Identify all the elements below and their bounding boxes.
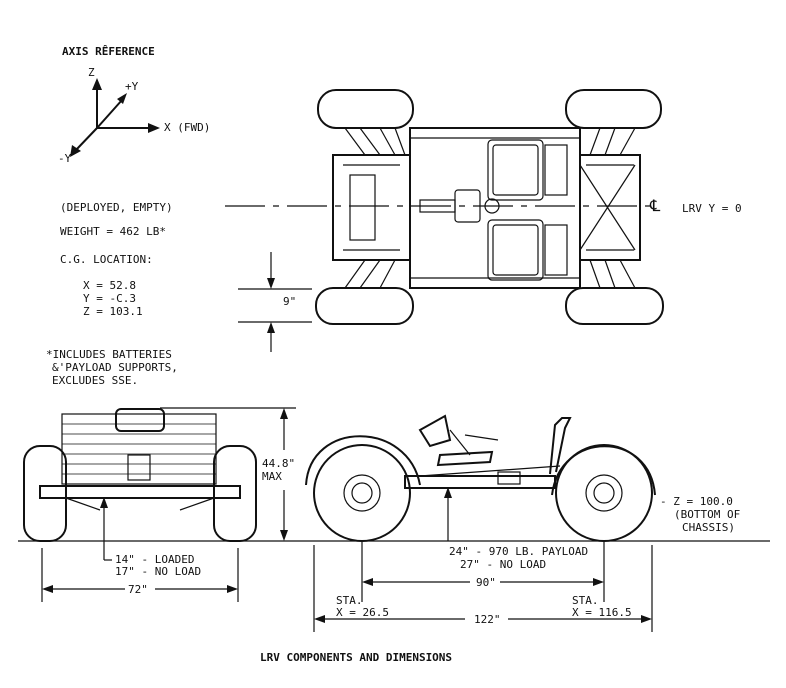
station-front-label: STA.: [336, 594, 363, 607]
front-view-drawing: [18, 407, 770, 602]
axis-reference-glyph: [70, 78, 160, 157]
centerline-symbol: ℄: [650, 196, 661, 215]
top-offset-label: 9": [283, 295, 297, 308]
axis-plus-y-label: +Y: [125, 80, 139, 93]
diagram-caption: LRV COMPONENTS AND DIMENSIONS: [260, 651, 453, 664]
weight-label: WEIGHT = 462 LB*: [60, 225, 166, 238]
payload-noload-label: 27" - NO LOAD: [460, 558, 547, 571]
length-label: 122": [474, 613, 501, 626]
centerline-label: LRV Y = 0: [682, 202, 742, 215]
deployed-state-label: (DEPLOYED, EMPTY): [60, 201, 173, 214]
axis-z-label: Z: [88, 66, 95, 79]
axis-reference-title: AXIS RÊFERENCE: [62, 45, 155, 58]
cg-y-label: Y = -C.3: [83, 292, 136, 305]
cg-x-label: X = 52.8: [83, 279, 136, 292]
clearance-noload-label: 17" - NO LOAD: [115, 565, 202, 578]
wheelbase-label: 90": [476, 576, 496, 589]
clearance-loaded-label: 14" - LOADED: [115, 553, 195, 566]
axis-x-label: X (FWD): [164, 121, 211, 134]
station-rear-value: X = 116.5: [572, 606, 632, 619]
axis-minus-y-label: -Y: [58, 152, 72, 165]
note-line-2: &'PAYLOAD SUPPORTS,: [52, 361, 178, 374]
side-view-drawing: [305, 414, 656, 632]
z-reference-line-1: - Z = 100.0: [660, 495, 733, 508]
front-width-label: 72": [128, 583, 148, 596]
station-rear-label: STA.: [572, 594, 599, 607]
z-reference-line-3: CHASSIS): [682, 521, 735, 534]
payload-loaded-label: 24" - 970 LB. PAYLOAD: [449, 545, 589, 558]
top-view-drawing: [225, 89, 664, 352]
z-reference-line-2: (BOTTOM OF: [674, 508, 741, 521]
cg-z-label: Z = 103.1: [83, 305, 143, 318]
cg-title-label: C.G. LOCATION:: [60, 253, 153, 266]
front-height-label: 44.8": [262, 457, 296, 470]
note-line-3: EXCLUDES SSE.: [52, 374, 139, 387]
note-line-1: *INCLUDES BATTERIES: [46, 348, 172, 361]
station-front-value: X = 26.5: [336, 606, 389, 619]
front-height-sub-label: MAX: [262, 470, 282, 483]
